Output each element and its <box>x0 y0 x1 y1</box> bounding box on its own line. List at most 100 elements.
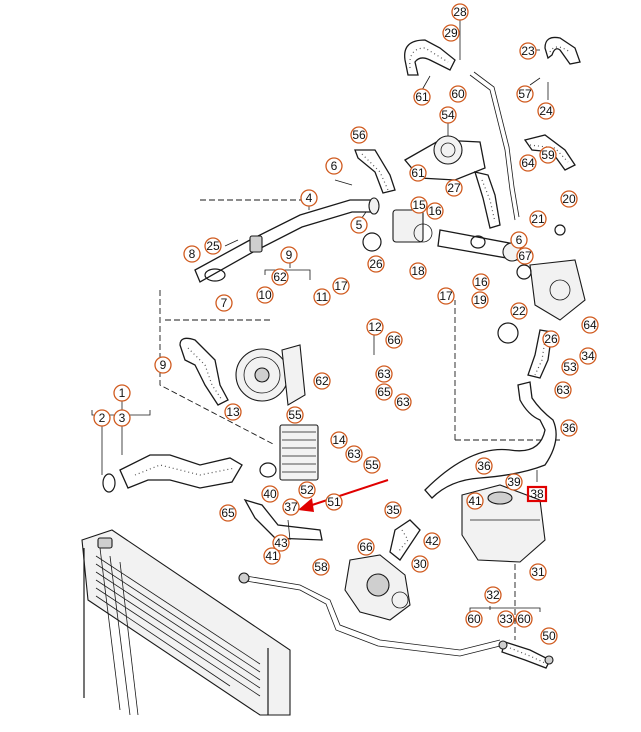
callout-text: 13 <box>226 405 240 419</box>
assembly-frames <box>159 199 560 640</box>
callout-text: 64 <box>583 318 597 332</box>
callout-text: 35 <box>386 503 400 517</box>
callout-circle <box>325 493 343 511</box>
callout-circle <box>510 302 528 320</box>
callout-circle <box>280 246 298 264</box>
callout-text: 33 <box>499 612 513 626</box>
callout-41: 41 <box>263 547 281 565</box>
callout-37: 37 <box>282 498 300 516</box>
callout-53: 53 <box>561 358 579 376</box>
callout-text: 22 <box>512 304 526 318</box>
callout-17: 17 <box>332 277 350 295</box>
callout-31: 31 <box>529 563 547 581</box>
callout-text: 41 <box>468 494 482 508</box>
callout-circle <box>271 268 289 286</box>
callout-circle <box>475 457 493 475</box>
callout-text: 58 <box>314 560 328 574</box>
callout-text: 16 <box>428 204 442 218</box>
callout-text: 6 <box>331 159 338 173</box>
callout-circle <box>409 262 427 280</box>
callout-circle <box>471 291 489 309</box>
callout-35: 35 <box>384 501 402 519</box>
callout-circle <box>384 501 402 519</box>
callout-text: 55 <box>365 458 379 472</box>
callout-text: 43 <box>274 536 288 550</box>
callout-text: 9 <box>160 358 167 372</box>
highlight-box <box>526 485 548 503</box>
callout-text: 66 <box>359 540 373 554</box>
callout-circle <box>256 286 274 304</box>
callout-circle <box>445 179 463 197</box>
callout-text: 55 <box>288 408 302 422</box>
callout-text: 32 <box>486 588 500 602</box>
callout-61: 61 <box>413 88 431 106</box>
callout-text: 14 <box>332 433 346 447</box>
callout-text: 62 <box>273 270 287 284</box>
callout-64: 64 <box>581 316 599 334</box>
callout-circle <box>375 365 393 383</box>
callout-text: 26 <box>544 332 558 346</box>
callout-text: 17 <box>439 289 453 303</box>
callout-10: 10 <box>256 286 274 304</box>
callout-text: 63 <box>377 367 391 381</box>
callout-circle <box>484 586 502 604</box>
callout-text: 53 <box>563 360 577 374</box>
callout-43: 43 <box>272 534 290 552</box>
callout-text: 4 <box>306 191 313 205</box>
callout-text: 1 <box>119 386 126 400</box>
callout-circle <box>366 318 384 336</box>
callout-circle <box>286 406 304 424</box>
callout-text: 64 <box>521 156 535 170</box>
alternator <box>235 344 306 406</box>
callout-28: 28 <box>451 3 469 21</box>
callout-text: 42 <box>425 534 439 548</box>
callout-circle <box>350 126 368 144</box>
callout-14: 14 <box>330 431 348 449</box>
callout-15: 15 <box>410 196 428 214</box>
callout-62: 62 <box>313 372 331 390</box>
callout-circle <box>215 294 233 312</box>
callout-text: 34 <box>581 349 595 363</box>
callout-text: 6 <box>516 233 523 247</box>
callout-63: 63 <box>554 381 572 399</box>
callout-12: 12 <box>366 318 384 336</box>
callout-text: 25 <box>206 239 220 253</box>
callout-text: 66 <box>387 333 401 347</box>
callout-circle <box>560 190 578 208</box>
callout-text: 60 <box>467 612 481 626</box>
callout-42: 42 <box>423 532 441 550</box>
callout-circle <box>537 102 555 120</box>
callout-text: 12 <box>368 320 382 334</box>
callout-4: 4 <box>300 189 318 207</box>
callout-63: 63 <box>394 393 412 411</box>
vent-tube <box>469 71 520 221</box>
callout-text: 63 <box>396 395 410 409</box>
callout-32: 32 <box>484 586 502 604</box>
lower-pipes <box>239 498 501 657</box>
callout-65: 65 <box>375 383 393 401</box>
callout-22: 22 <box>510 302 528 320</box>
callout-text: 27 <box>447 181 461 195</box>
callout-text: 39 <box>507 475 521 489</box>
callout-61: 61 <box>409 164 427 182</box>
callout-text: 67 <box>518 249 532 263</box>
coolant-pipe-4 <box>194 197 380 283</box>
callout-18: 18 <box>409 262 427 280</box>
highlight-arrow <box>298 479 389 512</box>
callout-54: 54 <box>439 106 457 124</box>
callout-circle <box>409 164 427 182</box>
callout-17: 17 <box>437 287 455 305</box>
callout-circle <box>282 498 300 516</box>
callout-text: 15 <box>412 198 426 212</box>
callout-11: 11 <box>313 288 331 306</box>
callout-8: 8 <box>183 245 201 263</box>
callout-circle <box>313 372 331 390</box>
callout-circle <box>154 356 172 374</box>
callout-51: 51 <box>325 493 343 511</box>
callout-circle <box>298 481 316 499</box>
callout-circle <box>224 403 242 421</box>
callout-36: 36 <box>475 457 493 475</box>
callout-circle <box>426 202 444 220</box>
callout-circle <box>442 24 460 42</box>
callout-circle <box>516 85 534 103</box>
